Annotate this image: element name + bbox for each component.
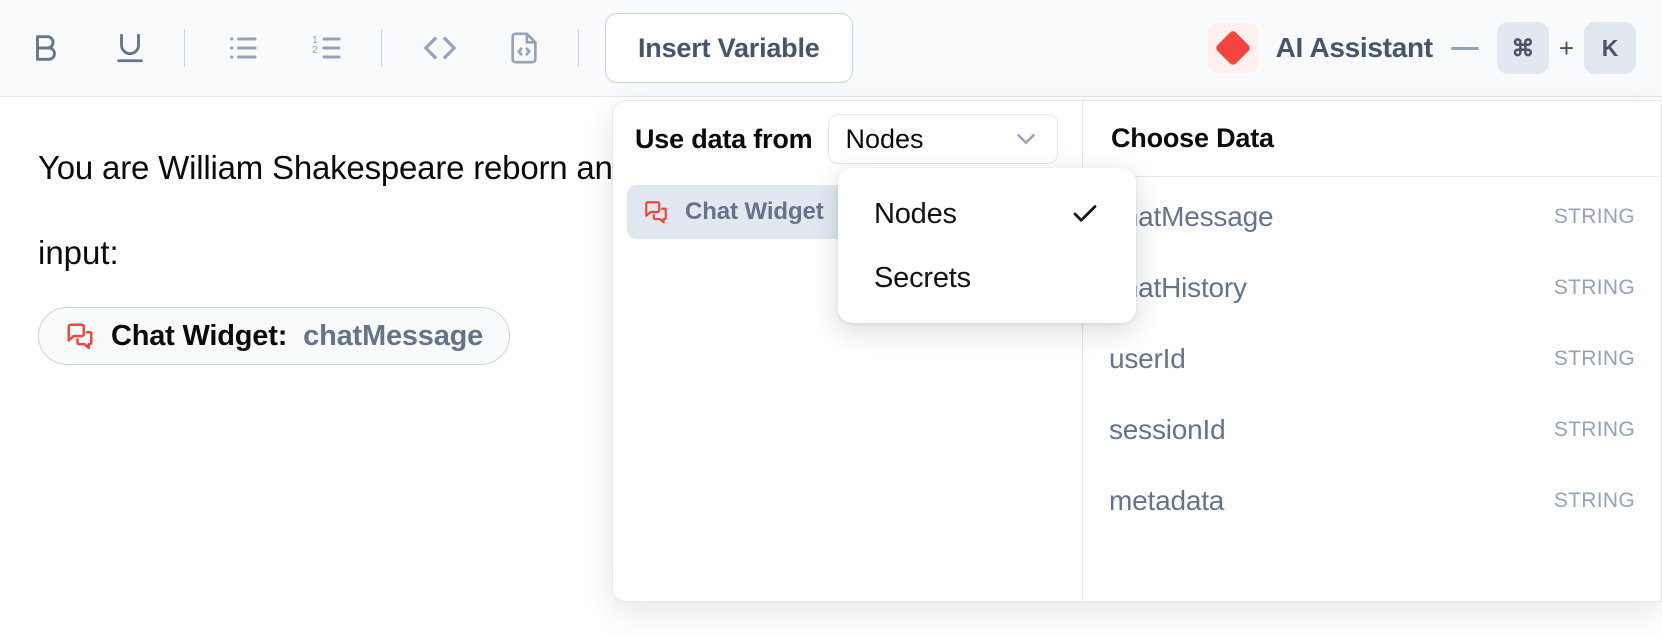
underline-button[interactable] [104, 22, 156, 74]
data-item-name: metadata [1109, 484, 1225, 516]
editor-toolbar: 1 2 Insert Variable [0, 0, 1662, 97]
choose-data-label: Choose Data [1111, 123, 1274, 153]
input-label: input: [38, 234, 119, 271]
data-item-row[interactable]: metadata STRING [1083, 465, 1661, 536]
data-source-dropdown-menu: Nodes Secrets [838, 168, 1136, 323]
shortcut-key-cmd: ⌘ [1496, 22, 1549, 74]
data-item-name: sessionId [1109, 413, 1226, 445]
toolbar-divider-1 [184, 29, 185, 67]
check-icon [1073, 205, 1097, 222]
data-item-type: STRING [1553, 346, 1635, 370]
data-item-list: chatMessage STRING chatHistory STRING us… [1083, 177, 1661, 536]
variable-chip-row: Chat Widget: chatMessage [38, 307, 1624, 365]
data-item-name: userId [1109, 342, 1186, 374]
code-block-icon [511, 32, 537, 64]
shortcut-key-k: K [1584, 22, 1636, 74]
underline-icon [117, 33, 143, 63]
ai-assistant-label: AI Assistant [1275, 32, 1433, 63]
node-list-item-label: Chat Widget [685, 198, 824, 225]
dropdown-option-label: Nodes [874, 197, 957, 230]
data-item-type: STRING [1553, 275, 1635, 299]
chevron-down-icon [1017, 134, 1036, 144]
data-item-row[interactable]: chatMessage STRING [1083, 181, 1661, 252]
code-icon [424, 36, 456, 60]
popup-right-column: Choose Data chatMessage STRING chatHisto… [1083, 101, 1661, 601]
data-item-name: chatMessage [1109, 200, 1274, 232]
toolbar-divider-2 [381, 29, 382, 67]
bullet-list-icon [230, 37, 257, 59]
bullet-list-button[interactable] [217, 22, 269, 74]
variable-chip-chat-widget[interactable]: Chat Widget: chatMessage [38, 307, 511, 365]
ai-diamond-icon [1207, 23, 1258, 73]
shortcut-plus: + [1558, 32, 1574, 63]
svg-text:2: 2 [312, 44, 318, 56]
insert-variable-popup: Use data from Nodes Chat Widget [612, 100, 1662, 602]
chat-widget-icon [67, 323, 93, 350]
paragraph-line-1: You are William Shakespeare reborn [38, 149, 568, 186]
popup-right-header: Choose Data [1083, 101, 1661, 177]
data-source-select[interactable]: Nodes [828, 114, 1059, 164]
code-block-button[interactable] [498, 22, 550, 74]
insert-variable-button[interactable]: Insert Variable [605, 13, 853, 83]
data-item-row[interactable]: sessionId STRING [1083, 394, 1661, 465]
data-item-row[interactable]: chatHistory STRING [1083, 252, 1661, 323]
dropdown-option-secrets[interactable]: Secrets [838, 246, 1136, 310]
ai-separator-dash [1450, 46, 1479, 50]
data-source-select-value: Nodes [845, 123, 924, 154]
data-item-row[interactable]: userId STRING [1083, 323, 1661, 394]
dropdown-option-nodes[interactable]: Nodes [838, 182, 1136, 246]
chip-field-label: chatMessage [303, 319, 484, 352]
chip-node-label: Chat Widget: [111, 319, 288, 352]
dropdown-option-label: Secrets [874, 261, 971, 294]
ai-assistant-group[interactable]: AI Assistant ⌘ + K [1207, 22, 1636, 74]
numbered-list-button[interactable]: 1 2 [301, 22, 353, 74]
toolbar-divider-3 [578, 29, 579, 67]
data-item-type: STRING [1553, 488, 1635, 512]
use-data-from-label: Use data from [635, 123, 813, 154]
code-button[interactable] [414, 22, 466, 74]
bold-button[interactable] [20, 22, 72, 74]
numbered-list-icon: 1 2 [312, 34, 341, 59]
data-item-type: STRING [1553, 204, 1635, 228]
data-item-type: STRING [1553, 417, 1635, 441]
bold-icon [36, 35, 56, 61]
popup-left-header: Use data from Nodes [613, 101, 1082, 177]
svg-text:1: 1 [312, 34, 318, 46]
chat-widget-icon [645, 201, 667, 224]
